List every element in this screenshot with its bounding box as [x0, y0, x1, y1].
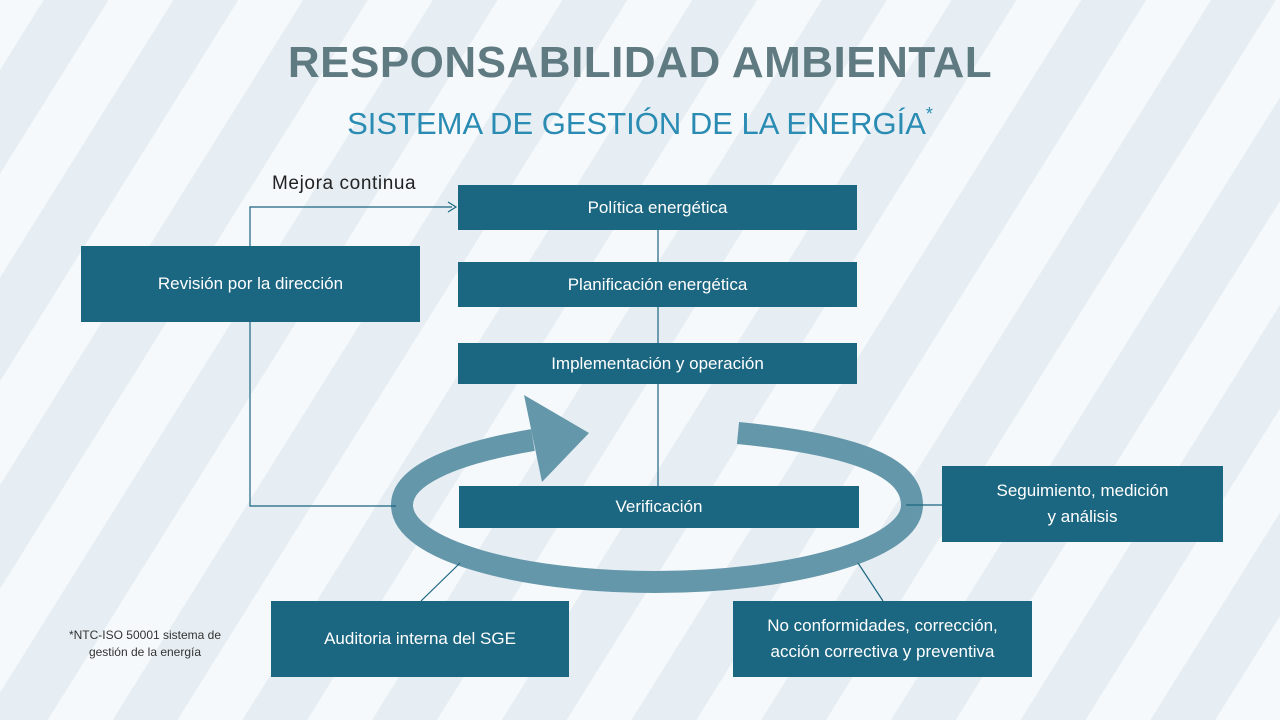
no-conformidades-connector — [857, 562, 884, 602]
box-label-line1: Seguimiento, medición — [996, 481, 1169, 500]
auditoria-connector — [420, 562, 461, 602]
subtitle-text: SISTEMA DE GESTIÓN DE LA ENERGÍA — [347, 106, 926, 141]
box-verificacion: Verificación — [459, 486, 859, 528]
box-label: Planificación energética — [567, 274, 748, 294]
cycle-arrow-ring — [390, 422, 924, 594]
page-subtitle: SISTEMA DE GESTIÓN DE LA ENERGÍA* — [0, 104, 1280, 142]
box-label: Auditoria interna del SGE — [324, 629, 516, 648]
box-auditoria-interna: Auditoria interna del SGE — [271, 601, 569, 677]
box-implementacion-operacion: Implementación y operación — [458, 343, 857, 384]
revision-verificacion-line — [249, 322, 396, 507]
box-planificacion-energetica: Planificación energética — [458, 262, 857, 307]
mejora-continua-arrowhead — [447, 201, 458, 213]
mejora-continua-label: Mejora continua — [272, 173, 417, 194]
box-label: Política energética — [587, 197, 728, 217]
box-no-conformidades: No conformidades, corrección, acción cor… — [733, 601, 1032, 677]
box-label: Implementación y operación — [551, 353, 764, 373]
page-title: RESPONSABILIDAD AMBIENTAL — [287, 38, 993, 87]
box-politica-energetica: Política energética — [458, 185, 857, 230]
box-label: Verificación — [615, 497, 703, 516]
footnote-line2: gestión de la energía — [88, 645, 202, 659]
footnote-line1: *NTC-ISO 50001 sistema de — [68, 628, 222, 642]
box-seguimiento-medicion: Seguimiento, medición y análisis — [942, 466, 1223, 542]
box-revision-direccion: Revisión por la dirección — [81, 246, 420, 322]
cycle-arrow-head — [524, 395, 589, 482]
box-label-line1: No conformidades, corrección, — [767, 616, 998, 635]
subtitle-footnote-mark: * — [925, 104, 933, 124]
box-label: Revisión por la dirección — [157, 274, 344, 293]
box-label-line2: y análisis — [1047, 507, 1118, 526]
footnote: *NTC-ISO 50001 sistema de gestión de la … — [50, 627, 240, 661]
mejora-continua-line — [249, 206, 452, 246]
box-label-line2: acción correctiva y preventiva — [770, 642, 995, 661]
